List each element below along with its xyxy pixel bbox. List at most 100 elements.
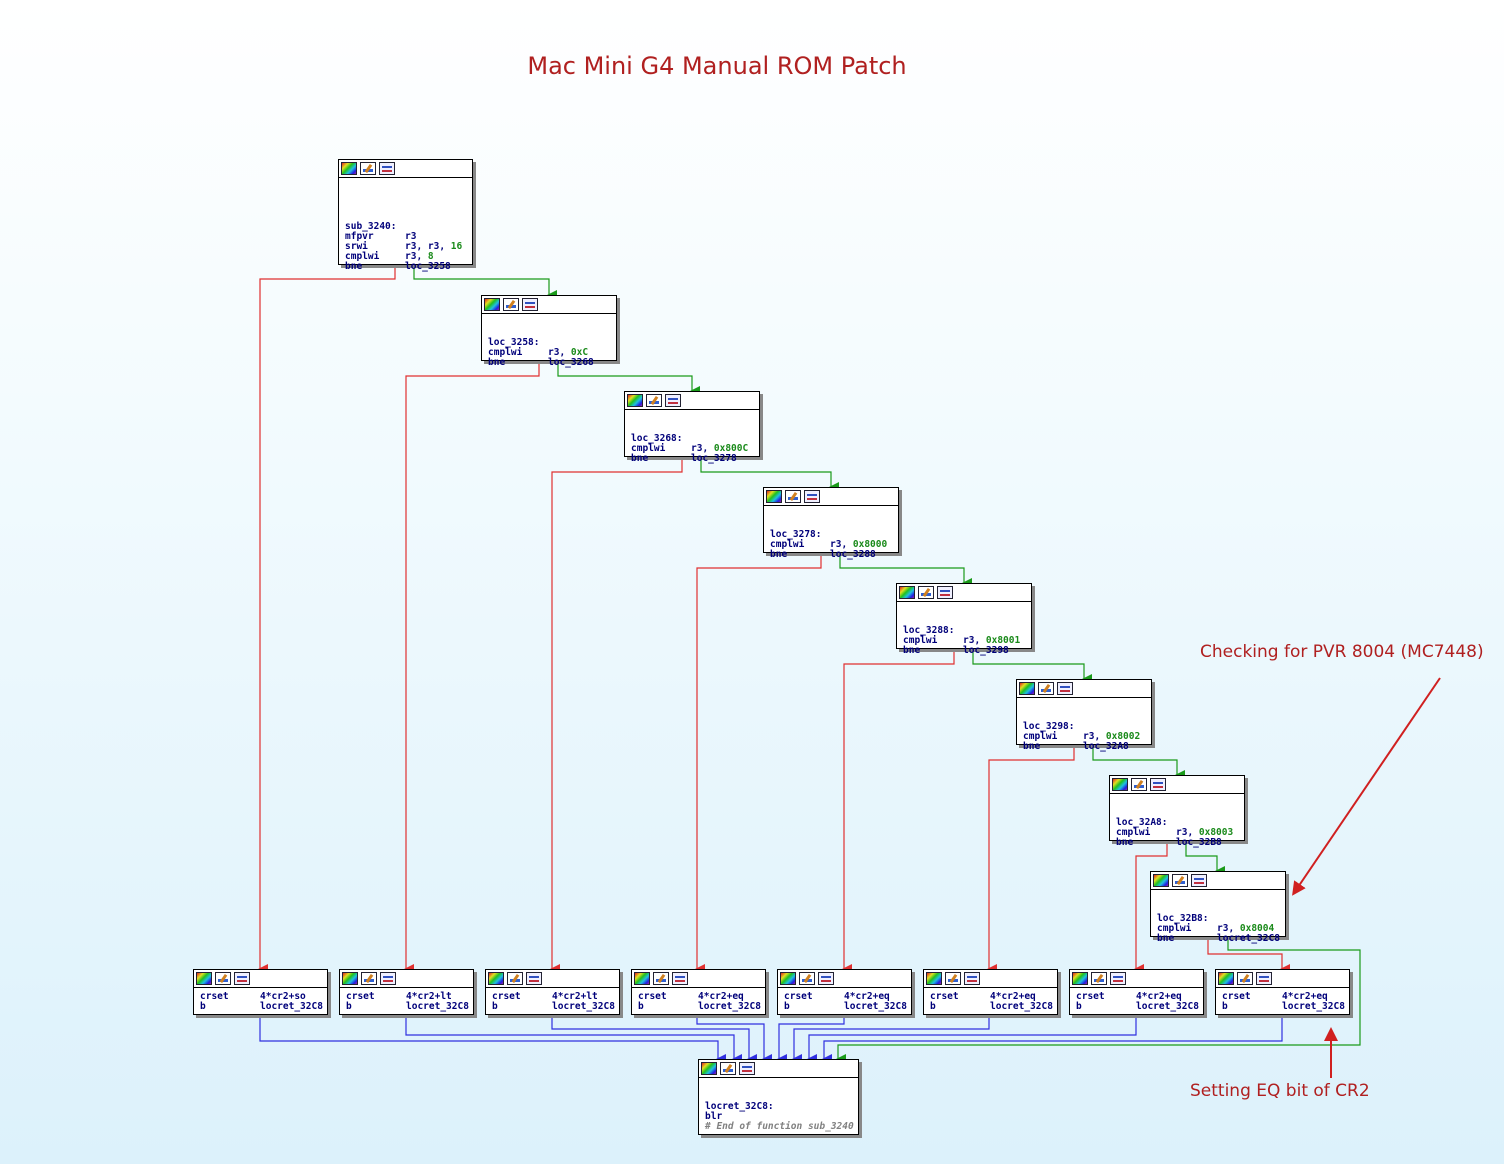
graph-overview-icon[interactable] [937, 586, 953, 599]
mnemonic: cmplwi [770, 539, 805, 550]
block-header [778, 970, 911, 988]
edit-icon[interactable] [1172, 874, 1188, 887]
colors-icon[interactable] [488, 972, 504, 985]
immediate-value: 0xC [570, 347, 589, 358]
block-label: sub_3240: [345, 221, 397, 232]
colors-icon[interactable] [780, 972, 796, 985]
graph-overview-icon[interactable] [1256, 972, 1272, 985]
colors-icon[interactable] [196, 972, 212, 985]
edge-jump-eq3 [792, 1015, 990, 1064]
colors-icon[interactable] [627, 394, 643, 407]
operand: 4*cr2+eq [1282, 991, 1328, 1002]
operand: r3, [691, 443, 714, 454]
mnemonic: cmplwi [1023, 731, 1058, 742]
edit-icon[interactable] [507, 972, 523, 985]
edit-icon[interactable] [215, 972, 231, 985]
edit-icon[interactable] [646, 394, 662, 407]
graph-overview-icon[interactable] [379, 162, 395, 175]
mnemonic: blr [705, 1111, 723, 1122]
colors-icon[interactable] [341, 162, 357, 175]
colors-icon[interactable] [342, 972, 358, 985]
graph-overview-icon[interactable] [234, 972, 250, 985]
annotation-eq-bit: Setting EQ bit of CR2 [1190, 1081, 1370, 1101]
graph-overview-icon[interactable] [522, 298, 538, 311]
edit-icon[interactable] [1038, 682, 1054, 695]
graph-overview-icon[interactable] [804, 490, 820, 503]
colors-icon[interactable] [899, 586, 915, 599]
colors-icon[interactable] [1218, 972, 1234, 985]
graph-overview-icon[interactable] [1057, 682, 1073, 695]
colors-icon[interactable] [484, 298, 500, 311]
immediate-value: 0x8001 [985, 635, 1021, 646]
graph-overview-icon[interactable] [964, 972, 980, 985]
graph-overview-icon[interactable] [818, 972, 834, 985]
edit-icon[interactable] [799, 972, 815, 985]
colors-icon[interactable] [1112, 778, 1128, 791]
edge-true-3278-3288 [839, 553, 972, 588]
graph-overview-icon[interactable] [665, 394, 681, 407]
graph-overview-icon[interactable] [739, 1062, 755, 1075]
graph-overview-icon[interactable] [1191, 874, 1207, 887]
mnemonic: cmplwi [1116, 827, 1151, 838]
operand: loc_3298 [963, 645, 1009, 656]
block-locret_32C8[interactable]: locret_32C8:blr# End of function sub_324… [698, 1059, 859, 1135]
graph-overview-icon[interactable] [1150, 778, 1166, 791]
graph-overview-icon[interactable] [380, 972, 396, 985]
mnemonic: bne [770, 549, 788, 560]
operand: 4*cr2+eq [698, 991, 744, 1002]
edit-icon[interactable] [785, 490, 801, 503]
operand: locret_32C8 [406, 1001, 469, 1012]
edit-icon[interactable] [653, 972, 669, 985]
mnemonic: crset [492, 991, 521, 1002]
edit-icon[interactable] [918, 586, 934, 599]
edit-icon[interactable] [361, 972, 377, 985]
edit-icon[interactable] [1091, 972, 1107, 985]
block-header [1216, 970, 1349, 988]
graph-overview-icon[interactable] [1110, 972, 1126, 985]
colors-icon[interactable] [701, 1062, 717, 1075]
graph-overview-icon[interactable] [526, 972, 542, 985]
edit-icon[interactable] [1131, 778, 1147, 791]
edit-icon[interactable] [360, 162, 376, 175]
block-header [482, 296, 616, 314]
colors-icon[interactable] [1019, 682, 1035, 695]
operand: r3, [405, 251, 428, 262]
edit-icon[interactable] [1237, 972, 1253, 985]
edit-icon[interactable] [503, 298, 519, 311]
colors-icon[interactable] [634, 972, 650, 985]
block-label: loc_3298: [1023, 721, 1075, 732]
block-header [625, 392, 759, 410]
colors-icon[interactable] [1153, 874, 1169, 887]
edit-icon[interactable] [945, 972, 961, 985]
operand: locret_32C8 [1217, 933, 1280, 944]
graph-title: Mac Mini G4 Manual ROM Patch [527, 52, 907, 80]
colors-icon[interactable] [766, 490, 782, 503]
graph-overview-icon[interactable] [672, 972, 688, 985]
edit-icon[interactable] [720, 1062, 736, 1075]
colors-icon[interactable] [926, 972, 942, 985]
colors-icon[interactable] [1072, 972, 1088, 985]
